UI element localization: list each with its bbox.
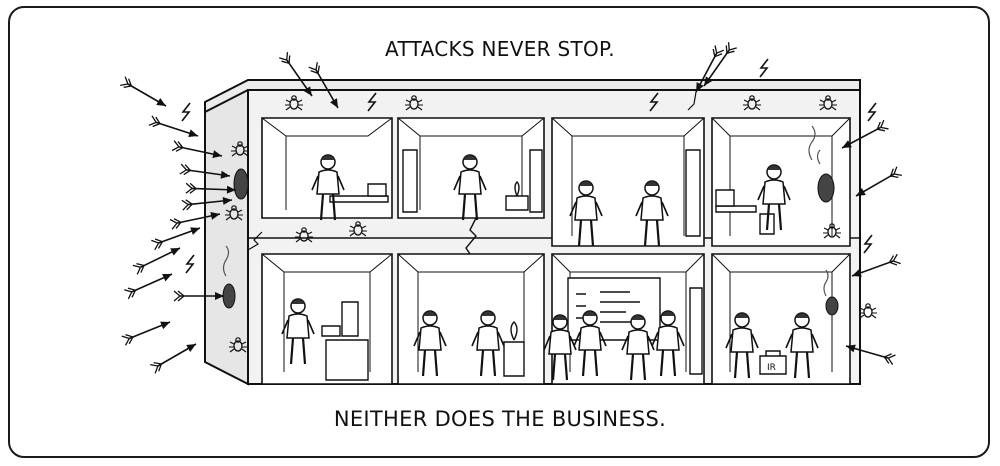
impact-hole-icon: [234, 169, 248, 199]
bug-icon: [858, 303, 878, 319]
smoke-icon: [224, 246, 229, 276]
arrow-icon: [149, 338, 200, 375]
arrow-icon: [120, 316, 173, 347]
arrow-icon: [119, 75, 170, 112]
smoke-icon: [809, 126, 820, 164]
lightning-icon: [867, 102, 877, 122]
crack-icon: [688, 92, 696, 110]
impact-hole-icon: [223, 284, 235, 308]
crack-icon: [466, 218, 476, 254]
smoke-icon: [824, 270, 828, 296]
caption-bottom: NEITHER DOES THE BUSINESS.: [333, 407, 667, 431]
lightning-icon: [181, 102, 191, 122]
toolbox-label: IR: [767, 363, 776, 373]
impact-hole-icon: [826, 297, 838, 315]
arrow-icon: [148, 114, 201, 142]
lightning-icon: [863, 234, 873, 254]
arrow-icon: [132, 242, 183, 276]
caption-top: ATTACKS NEVER STOP.: [385, 37, 615, 61]
lightning-icon: [759, 58, 769, 78]
damage: [223, 92, 838, 315]
lightning-icon: [185, 254, 195, 274]
arrow-icon: [123, 268, 175, 300]
impact-hole-icon: [818, 174, 834, 202]
crack-icon: [248, 232, 262, 250]
